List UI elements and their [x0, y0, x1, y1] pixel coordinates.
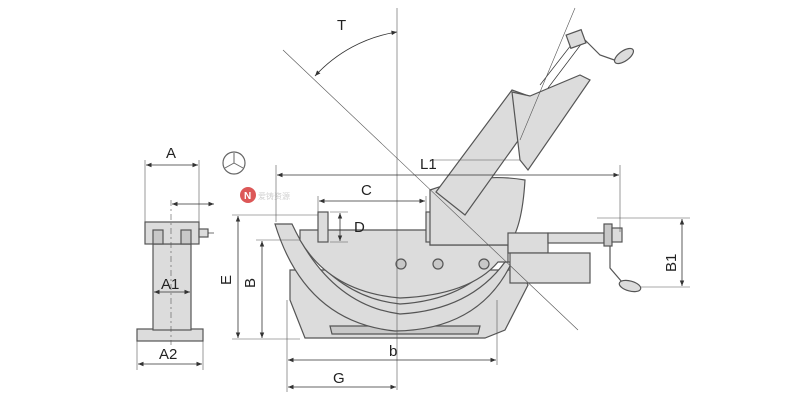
label-d: D: [354, 219, 365, 236]
label-a: A: [166, 145, 176, 162]
reference-lines: [282, 7, 690, 390]
dim-t-arc: [314, 30, 398, 77]
handle-hub: [603, 223, 613, 247]
handle-collar: [611, 227, 623, 243]
tilt-axis-line: [282, 49, 579, 331]
label-t: T: [337, 17, 346, 34]
bolt-1: [395, 258, 407, 270]
label-a1: A1: [161, 276, 179, 293]
bolt-3: [478, 258, 490, 270]
label-a2: A2: [159, 346, 177, 363]
watermark: N 爱铸资源: [222, 151, 290, 203]
side-jaw-insert-right: [180, 229, 192, 245]
label-g: G: [333, 370, 345, 387]
side-base: [136, 328, 204, 342]
side-jaw-insert-left: [152, 229, 164, 245]
handle-crank: [609, 246, 623, 283]
watermark-logo-icon: [240, 187, 256, 203]
label-c: C: [361, 182, 372, 199]
top-handle-knob: [613, 47, 635, 65]
label-b1: B1: [663, 254, 680, 272]
screw-rod: [547, 232, 605, 244]
fixed-jaw: [317, 211, 329, 243]
front-view: [274, 28, 642, 339]
spindle-line-2: [547, 42, 583, 89]
label-e: E: [218, 275, 235, 285]
top-handle-crank: [584, 39, 621, 63]
top-handle-hub: [565, 28, 587, 50]
label-b-lower: b: [389, 343, 397, 360]
watermark-text: 爱铸资源: [258, 191, 290, 201]
label-b-vertical: B: [242, 278, 259, 288]
label-l1: L1: [420, 156, 437, 173]
dimensions: T L1 C D E B b G B1: [218, 17, 685, 392]
handle-knob: [618, 279, 642, 293]
head-axis-line: [519, 7, 576, 141]
watermark-logo-letter: N: [244, 191, 251, 202]
tilted-head: [511, 74, 591, 172]
side-body: [152, 243, 192, 331]
slide-block: [509, 252, 591, 284]
side-screw: [198, 228, 209, 238]
side-view: A A1 A2: [136, 145, 214, 370]
screw-housing: [507, 232, 549, 254]
trademark-circle-icon: [222, 151, 246, 175]
bolt-2: [432, 258, 444, 270]
